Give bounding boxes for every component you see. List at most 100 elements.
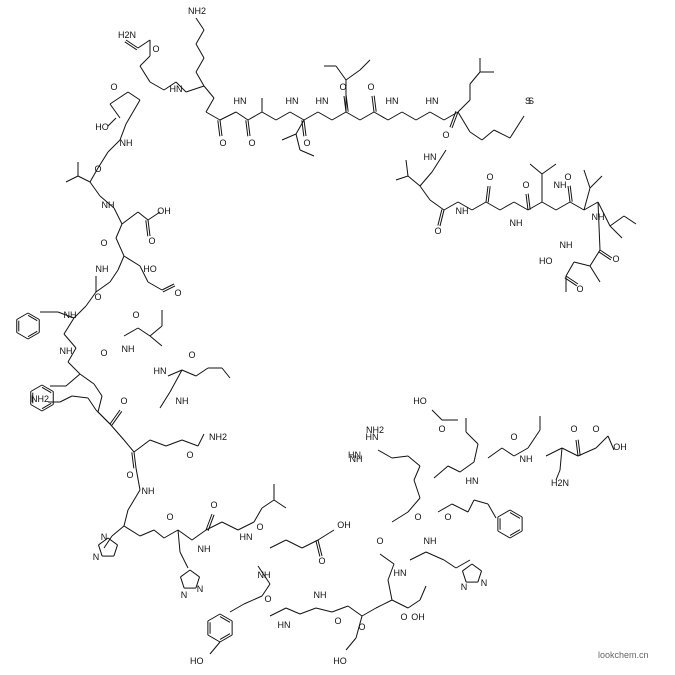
bond [65, 373, 81, 387]
bond [345, 95, 349, 112]
sulfur-label: S [528, 96, 534, 106]
bond [407, 175, 421, 187]
atom-o: O [400, 612, 407, 622]
bond [77, 175, 91, 183]
bond [111, 525, 125, 537]
bond [245, 120, 249, 137]
bond [457, 111, 471, 133]
atom-o: O [148, 236, 155, 246]
bond [299, 149, 315, 157]
bond [71, 395, 89, 399]
bond [437, 503, 453, 513]
atom-o: O [486, 172, 493, 182]
bond [583, 201, 599, 211]
bond [27, 330, 38, 338]
bond [107, 537, 118, 546]
bond [473, 443, 479, 463]
atom-n: N [181, 590, 188, 600]
bond [145, 220, 149, 237]
bond [401, 111, 417, 121]
bond [41, 386, 52, 394]
atom-hn: HN [316, 96, 329, 106]
bond [457, 201, 473, 211]
bond [513, 201, 529, 211]
bond [295, 119, 305, 135]
atom-o: O [438, 424, 445, 434]
bond [371, 95, 375, 113]
bond [301, 539, 319, 549]
bond [527, 193, 531, 210]
bond [609, 225, 623, 239]
bond [93, 383, 103, 397]
atom-nh: NH [424, 536, 437, 546]
bond [169, 369, 183, 393]
bond [273, 499, 287, 509]
atom-nh: NH [122, 344, 135, 354]
bond [485, 185, 489, 203]
bond [509, 115, 525, 139]
bond [179, 551, 189, 569]
atom-nh: NH [456, 206, 469, 216]
atom-o: O [94, 164, 101, 174]
bond [63, 333, 77, 349]
bond [219, 616, 231, 623]
bond [359, 59, 371, 71]
atom-o: O [564, 172, 571, 182]
atom-hn: HN [366, 432, 379, 442]
bond [139, 55, 151, 67]
bond [205, 513, 213, 531]
bond [149, 335, 163, 347]
bond [429, 199, 445, 211]
bond [317, 529, 335, 541]
bond [149, 325, 163, 337]
bond [89, 181, 101, 197]
atom-hn: HN [154, 366, 167, 376]
atom-nh: NH [350, 454, 363, 464]
atom-oh: OH [411, 612, 425, 622]
bond [124, 41, 138, 51]
bond [469, 131, 483, 141]
bond [455, 559, 471, 569]
bond [115, 237, 125, 257]
bond [30, 384, 43, 392]
bond [545, 447, 563, 457]
atom-ho: HO [413, 396, 427, 406]
bond [217, 120, 221, 137]
atom-hn: HN [424, 152, 437, 162]
bond [387, 563, 395, 581]
bond [125, 99, 141, 125]
bond [133, 451, 137, 469]
bond [111, 410, 123, 426]
bond [345, 69, 361, 81]
bond [485, 201, 501, 211]
atom-o: O [248, 138, 255, 148]
bond [117, 255, 125, 271]
bond [205, 111, 221, 121]
bond [139, 529, 155, 537]
atom-nh: NH [314, 590, 327, 600]
bond [589, 175, 603, 189]
bond [275, 111, 291, 121]
atom-o: O [210, 500, 217, 510]
bond [497, 509, 511, 518]
guanidine-hn-label: HN [348, 450, 361, 460]
bond [529, 163, 543, 175]
bond [197, 433, 205, 447]
lys-amine-label: NH2 [188, 6, 206, 16]
bond [243, 595, 263, 605]
bond [493, 129, 511, 139]
bond [462, 570, 467, 583]
bond [79, 373, 95, 385]
bond [85, 291, 97, 307]
bond [123, 509, 129, 527]
bond [107, 117, 117, 127]
atom-nh: NH [102, 200, 115, 210]
bond [565, 261, 575, 277]
bond [387, 579, 393, 601]
atom-n: N [461, 582, 468, 592]
bond [509, 530, 523, 539]
bond [133, 439, 151, 453]
bond [109, 409, 121, 425]
bond [219, 111, 237, 121]
